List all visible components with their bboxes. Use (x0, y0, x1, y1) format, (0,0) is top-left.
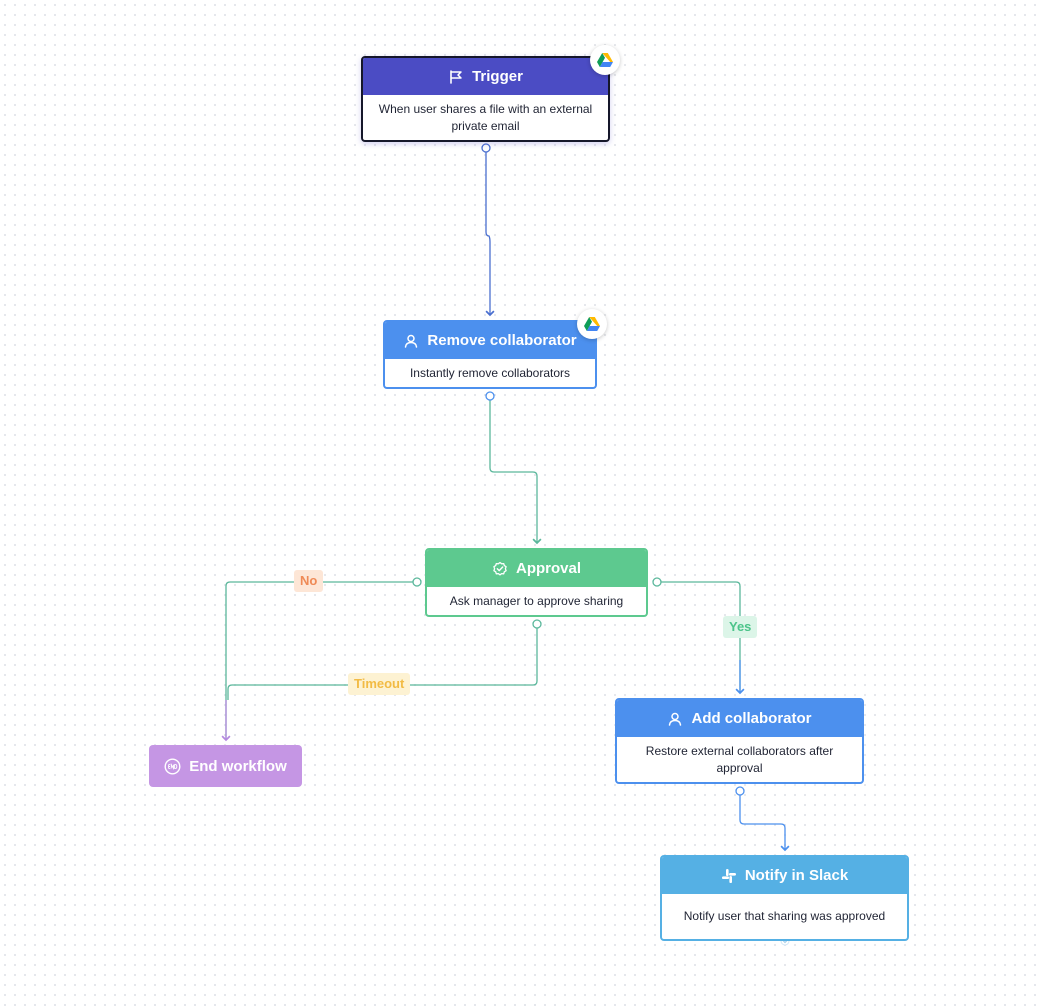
add-collaborator-node-description: Restore external collaborators after app… (645, 743, 834, 775)
end-workflow-node-title: End workflow (189, 757, 287, 775)
remove-collaborator-node-description: Instantly remove collaborators (409, 365, 571, 380)
user-icon (405, 334, 418, 348)
edge-handle[interactable] (485, 391, 495, 401)
edge-approval-yes (661, 581, 741, 693)
google-drive-icon (597, 53, 613, 67)
edge-label-yes[interactable]: Yes (723, 616, 758, 638)
notify-slack-node-title: Notify in Slack (744, 867, 849, 884)
google-drive-badge (577, 309, 607, 339)
approval-node-description: Ask manager to approve sharing (449, 593, 624, 608)
notify-slack-node-header: Notify in Slack (662, 857, 907, 894)
flag-icon (450, 69, 462, 84)
edge-label-no[interactable]: No (294, 570, 324, 592)
notify-slack-node-description: Notify user that sharing was approved (683, 909, 886, 923)
end-icon (164, 757, 181, 775)
end-workflow-node[interactable]: End workflow (149, 745, 302, 787)
edge-handle[interactable] (735, 786, 745, 796)
google-drive-icon (584, 317, 600, 331)
remove-collaborator-node-title: Remove collaborator (427, 332, 577, 349)
edge-handle[interactable] (412, 577, 422, 587)
add-collaborator-node-title: Add collaborator (691, 710, 812, 727)
add-collaborator-node[interactable]: Add collaborator Restore external collab… (615, 698, 864, 784)
trigger-node-title: Trigger (472, 68, 523, 85)
edge-add-to-slack (739, 795, 790, 852)
edge-handle[interactable] (532, 619, 542, 629)
approval-node-title: Approval (515, 560, 581, 577)
trigger-node-description: When user shares a file with an external… (378, 101, 593, 133)
approval-node[interactable]: Approval Ask manager to approve sharing (425, 548, 648, 617)
notify-slack-node[interactable]: Notify in Slack Notify user that sharing… (660, 855, 909, 941)
edge-label-timeout[interactable]: Timeout (348, 673, 411, 695)
edge-remove-to-approval (489, 400, 542, 545)
slack-icon (721, 868, 736, 883)
trigger-node-header: Trigger (363, 58, 608, 95)
add-collaborator-node-header: Add collaborator (617, 700, 862, 737)
google-drive-badge (590, 45, 620, 75)
edge-handle[interactable] (652, 577, 662, 587)
approval-node-header: Approval (427, 550, 646, 587)
remove-collaborator-node-header: Remove collaborator (385, 322, 595, 359)
user-icon (669, 712, 682, 726)
edge-handle[interactable] (481, 143, 491, 153)
badge-check-icon (493, 561, 507, 576)
edge-trigger-to-remove (485, 152, 495, 317)
remove-collaborator-node[interactable]: Remove collaborator Instantly remove col… (383, 320, 597, 389)
trigger-node[interactable]: Trigger When user shares a file with an … (361, 56, 610, 142)
edge-approval-no (225, 581, 413, 740)
